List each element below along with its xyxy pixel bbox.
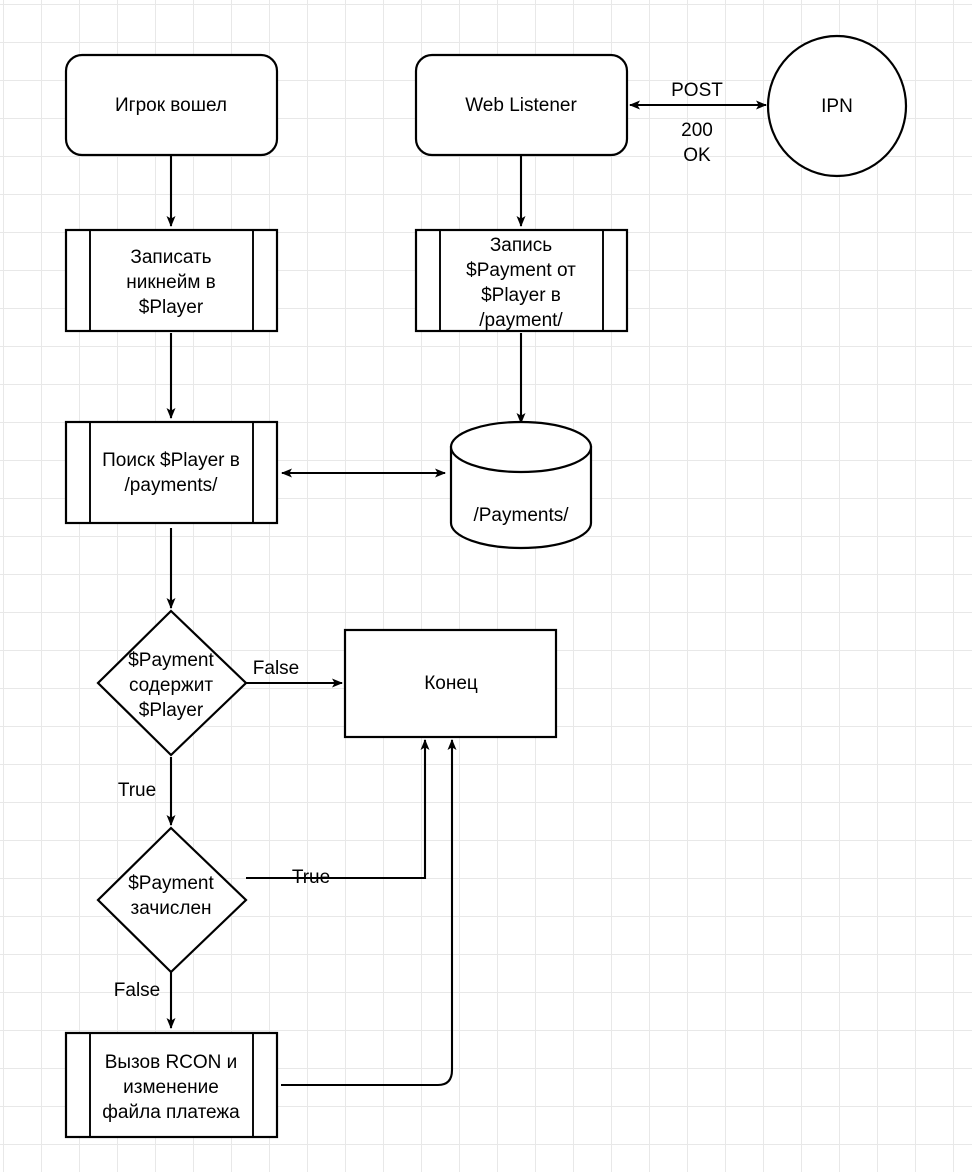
- write-nickname-label-1: Записать: [130, 247, 211, 268]
- write-nickname-label-3: $Player: [139, 297, 204, 318]
- player-joined-label: Игрок вошел: [115, 95, 227, 116]
- decision-contains-label-2: содержит: [129, 675, 213, 696]
- node-end[interactable]: Конец: [343, 628, 558, 739]
- payments-db-body[interactable]: [449, 445, 593, 550]
- write-payment-shape[interactable]: [414, 228, 629, 333]
- rcon-call-label-1: Вызов RCON и: [105, 1052, 238, 1073]
- rcon-call-label-2: изменение: [123, 1077, 219, 1098]
- edge-label-false-2: False: [114, 980, 160, 1001]
- decision-contains-label-1: $Payment: [128, 650, 214, 671]
- decision-credited-shape[interactable]: [96, 826, 248, 974]
- search-player-label-1: Поиск $Player в: [102, 450, 240, 471]
- node-decision-contains[interactable]: $Payment содержит $Player: [96, 609, 248, 757]
- end-label: Конец: [424, 673, 478, 694]
- node-write-nickname[interactable]: Записать никнейм в $Player: [64, 228, 279, 333]
- end-shape[interactable]: [343, 628, 558, 739]
- player-joined-shape[interactable]: [64, 53, 279, 157]
- web-listener-shape[interactable]: [414, 53, 629, 157]
- edge-label-false-1: False: [253, 658, 299, 679]
- node-payments-database[interactable]: /Payments/: [449, 420, 593, 550]
- node-search-player[interactable]: Поиск $Player в /payments/: [64, 420, 279, 525]
- search-player-shape[interactable]: [64, 420, 279, 525]
- node-write-payment[interactable]: Запись $Payment от $Player в /payment/: [414, 228, 629, 333]
- search-player-label-2: /payments/: [125, 475, 219, 496]
- edge-label-true-2: True: [292, 867, 330, 888]
- connectors: [166, 100, 767, 1087]
- edge-label-post: POST: [671, 80, 723, 101]
- node-web-listener[interactable]: Web Listener: [414, 53, 629, 157]
- connector-decision2-true-to-end: [246, 739, 430, 880]
- write-nickname-shape[interactable]: [64, 228, 279, 333]
- edge-label-200: 200: [681, 120, 713, 141]
- web-listener-label: Web Listener: [465, 95, 577, 116]
- connector-rcon-to-end: [281, 739, 457, 1087]
- node-rcon-call[interactable]: Вызов RCON и изменение файла платежа: [64, 1031, 279, 1139]
- payments-db-label: /Payments/: [473, 505, 569, 526]
- node-ipn[interactable]: IPN: [766, 34, 908, 178]
- decision-credited-label-2: зачислен: [130, 898, 211, 919]
- write-payment-label-4: /payment/: [479, 310, 563, 331]
- node-decision-credited[interactable]: $Payment зачислен: [96, 826, 248, 974]
- payments-db-top: [449, 420, 593, 474]
- edge-label-ok: OK: [683, 145, 711, 166]
- decision-contains-label-3: $Player: [139, 700, 204, 721]
- write-payment-label-2: $Payment от: [466, 260, 576, 281]
- write-nickname-label-2: никнейм в: [126, 272, 216, 293]
- ipn-label: IPN: [821, 96, 853, 117]
- node-player-joined[interactable]: Игрок вошел: [64, 53, 279, 157]
- rcon-call-label-3: файла платежа: [102, 1102, 240, 1123]
- edge-label-true-1: True: [118, 780, 156, 801]
- ipn-shape[interactable]: [766, 34, 908, 178]
- rcon-call-shape[interactable]: [64, 1031, 279, 1139]
- decision-contains-shape[interactable]: [96, 609, 248, 757]
- decision-credited-label-1: $Payment: [128, 873, 214, 894]
- write-payment-label-3: $Player в: [481, 285, 561, 306]
- write-payment-label-1: Запись: [490, 235, 552, 256]
